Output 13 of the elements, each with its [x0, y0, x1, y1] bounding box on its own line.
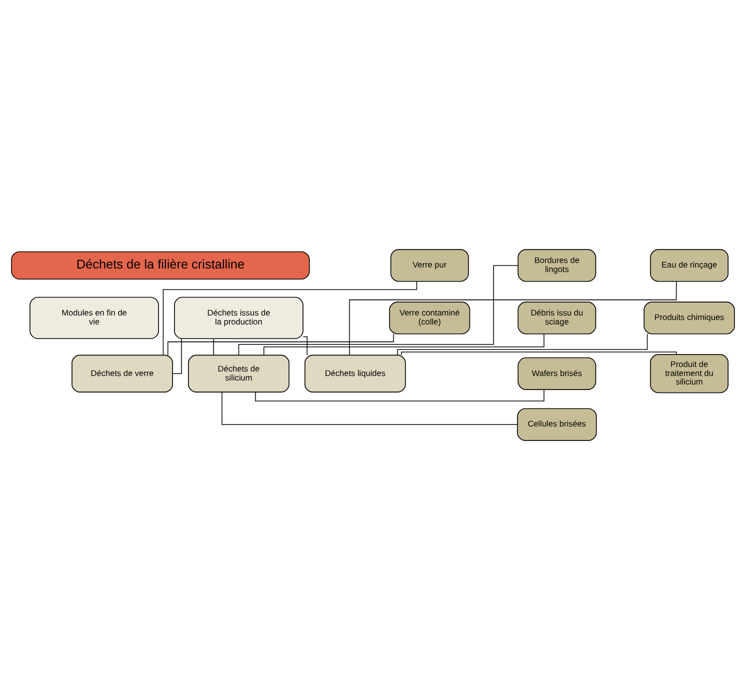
connector	[162, 280, 417, 355]
connector	[167, 333, 394, 355]
connector	[172, 338, 182, 374]
node-box: Déchets de la filière cristalline	[10, 250, 310, 280]
connector	[221, 391, 518, 424]
connector	[262, 333, 544, 355]
connector	[396, 333, 648, 355]
connector	[238, 264, 518, 355]
connector	[212, 338, 214, 355]
connector	[348, 280, 676, 355]
connector	[254, 388, 544, 401]
connector	[302, 336, 308, 356]
connector	[400, 351, 676, 355]
